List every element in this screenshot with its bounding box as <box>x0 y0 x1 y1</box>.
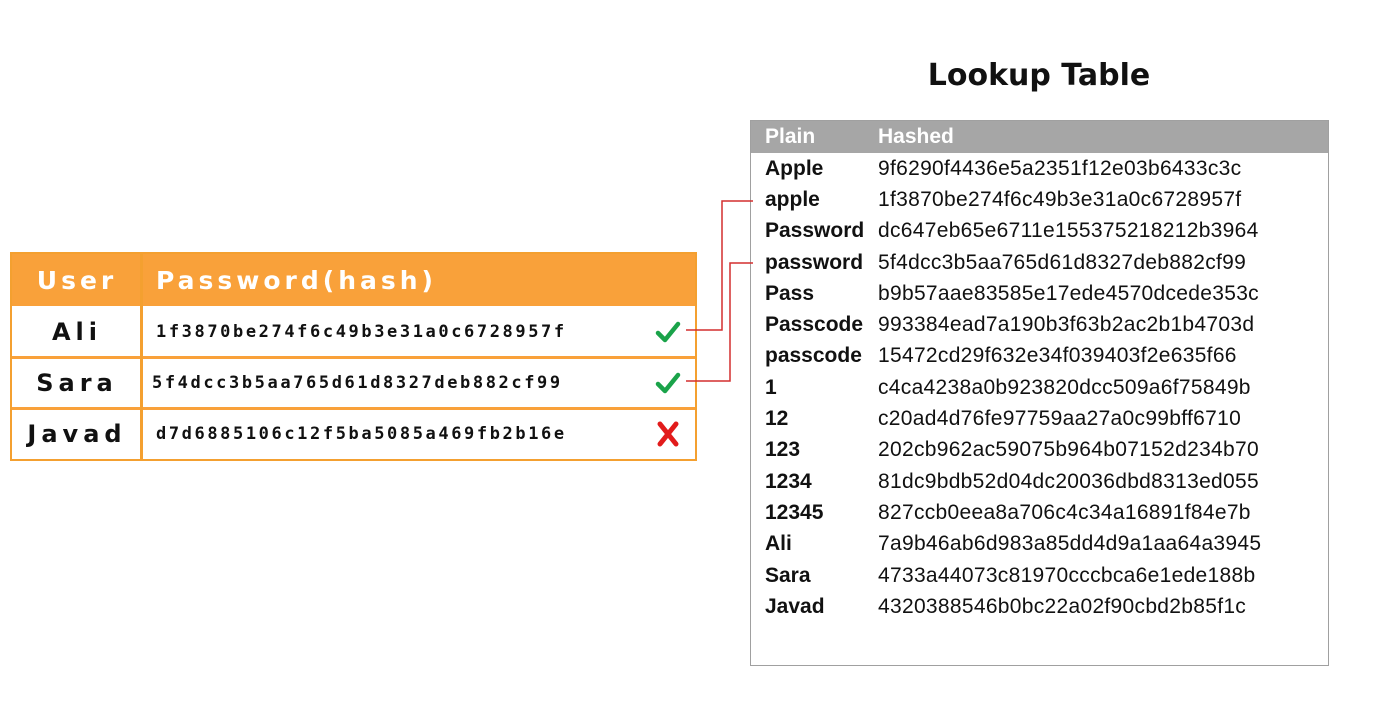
hashed-value: 202cb962ac59075b964b07152d234b70 <box>878 438 1259 462</box>
hashed-value: 4733a44073c81970cccbca6e1ede188b <box>878 563 1256 587</box>
plain-value: passcode <box>765 344 862 368</box>
plain-value: Apple <box>765 156 824 180</box>
cross-icon <box>657 421 679 447</box>
plain-value: Ali <box>765 532 792 556</box>
header-user: User <box>36 265 118 295</box>
plain-value: apple <box>765 187 820 211</box>
plain-value: 123 <box>765 438 801 462</box>
lookup-row: Password dc647eb65e6711e155375218212b3964 <box>751 216 1328 247</box>
plain-value: 12 <box>765 407 789 431</box>
plain-value: 12345 <box>765 500 824 524</box>
column-divider <box>140 254 143 459</box>
hashed-value: 7a9b46ab6d983a85dd4d9a1aa64a3945 <box>878 532 1262 556</box>
lookup-row: Pass b9b57aae83585e17ede4570dcede353c <box>751 278 1328 309</box>
lookup-row: Ali 7a9b46ab6d983a85dd4d9a1aa64a3945 <box>751 529 1328 560</box>
lookup-row: 123 202cb962ac59075b964b07152d234b70 <box>751 435 1328 466</box>
plain-value: Pass <box>765 281 815 305</box>
plain-value: Sara <box>765 563 811 587</box>
hashed-value: 1f3870be274f6c49b3e31a0c6728957f <box>878 187 1242 211</box>
lookup-table: Plain Hashed Apple 9f6290f4436e5a2351f12e… <box>750 120 1329 666</box>
hashed-value: 81dc9bdb52d04dc20036dbd8313ed055 <box>878 469 1259 493</box>
lookup-row: Passcode 993384ead7a190b3f63b2ac2b1b4703d <box>751 309 1328 340</box>
user-hash: 5f4dcc3b5aa765d61d8327deb882cf99 <box>152 373 563 393</box>
check-icon <box>655 321 681 343</box>
header-plain: Plain <box>765 125 816 148</box>
header-hashed: Hashed <box>878 125 954 148</box>
user-name: Sara <box>36 369 118 397</box>
user-row-ali: Ali 1f3870be274f6c49b3e31a0c6728957f <box>12 307 695 357</box>
lookup-row: 1 c4ca4238a0b923820dcc509a6f75849b <box>751 372 1328 403</box>
plain-value: Javad <box>765 594 825 618</box>
lookup-row: password 5f4dcc3b5aa765d61d8327deb882cf99 <box>751 247 1328 278</box>
lookup-table-title: Lookup Table <box>927 58 1151 93</box>
user-password-table: User Password(hash) Ali 1f3870be274f6c49… <box>10 252 697 461</box>
plain-value: Password <box>765 219 865 243</box>
lookup-row: apple 1f3870be274f6c49b3e31a0c6728957f <box>751 184 1328 215</box>
lookup-row: 1234 81dc9bdb52d04dc20036dbd8313ed055 <box>751 466 1328 497</box>
user-name: Ali <box>51 318 103 346</box>
check-icon <box>655 372 681 394</box>
lookup-row: Javad 4320388546b0bc22a02f90cbd2b85f1c <box>751 591 1328 622</box>
header-password-hash: Password(hash) <box>156 265 437 295</box>
user-hash: d7d6885106c12f5ba5085a469fb2b16e <box>156 424 567 444</box>
plain-value: Passcode <box>765 313 864 337</box>
hashed-value: 993384ead7a190b3f63b2ac2b1b4703d <box>878 313 1255 337</box>
lookup-row: 12345 827ccb0eea8a706c4c34a16891f84e7b <box>751 497 1328 528</box>
user-table-header: User Password(hash) <box>12 254 695 306</box>
plain-value: password <box>765 250 864 274</box>
hashed-value: c4ca4238a0b923820dcc509a6f75849b <box>878 375 1251 399</box>
lookup-table-body: Apple 9f6290f4436e5a2351f12e03b6433c3c ap… <box>751 153 1328 622</box>
row-separator <box>12 407 695 410</box>
user-hash: 1f3870be274f6c49b3e31a0c6728957f <box>156 322 567 342</box>
lookup-table-header: Plain Hashed <box>751 121 1328 153</box>
hashed-value: 9f6290f4436e5a2351f12e03b6433c3c <box>878 156 1242 180</box>
plain-value: 1 <box>765 375 777 399</box>
hashed-value: c20ad4d76fe97759aa27a0c99bff6710 <box>878 407 1242 431</box>
plain-value: 1234 <box>765 469 812 493</box>
hashed-value: 5f4dcc3b5aa765d61d8327deb882cf99 <box>878 250 1247 274</box>
lookup-row: passcode 15472cd29f632e34f039403f2e635f66 <box>751 341 1328 372</box>
hashed-value: 4320388546b0bc22a02f90cbd2b85f1c <box>878 594 1247 618</box>
lookup-row: 12 c20ad4d76fe97759aa27a0c99bff6710 <box>751 403 1328 434</box>
user-row-sara: Sara 5f4dcc3b5aa765d61d8327deb882cf99 <box>12 358 695 408</box>
user-name: Javad <box>27 420 127 448</box>
lookup-row: Apple 9f6290f4436e5a2351f12e03b6433c3c <box>751 153 1328 184</box>
hashed-value: b9b57aae83585e17ede4570dcede353c <box>878 281 1259 305</box>
row-separator <box>12 356 695 359</box>
user-row-javad: Javad d7d6885106c12f5ba5085a469fb2b16e <box>12 409 695 459</box>
hashed-value: 827ccb0eea8a706c4c34a16891f84e7b <box>878 500 1251 524</box>
lookup-row: Sara 4733a44073c81970cccbca6e1ede188b <box>751 560 1328 591</box>
hashed-value: dc647eb65e6711e155375218212b3964 <box>878 219 1259 243</box>
hashed-value: 15472cd29f632e34f039403f2e635f66 <box>878 344 1237 368</box>
